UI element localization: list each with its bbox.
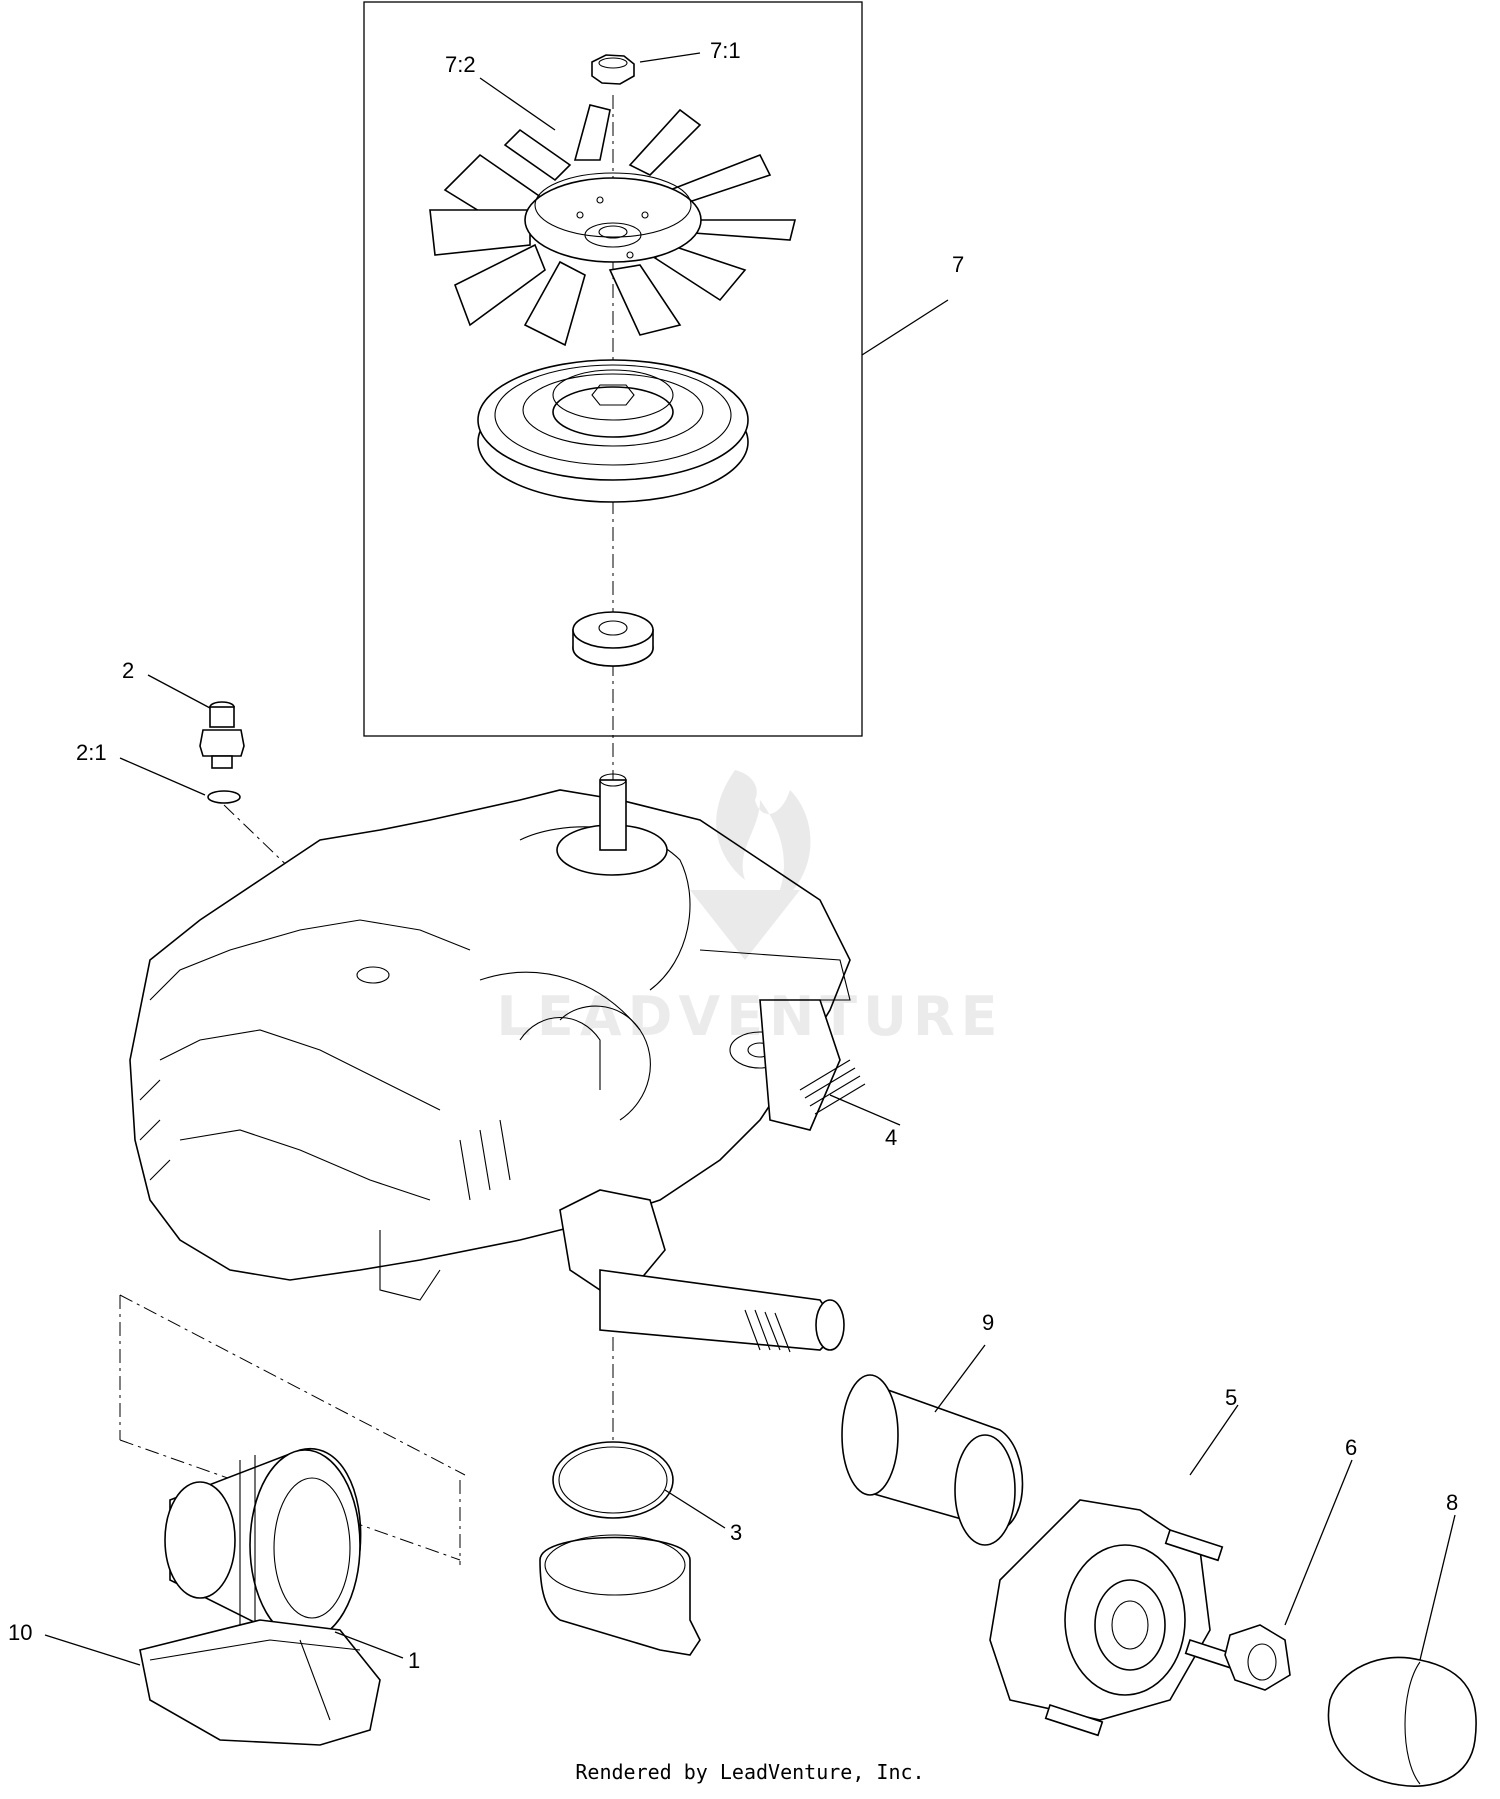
leader-2 bbox=[147, 674, 211, 709]
nut-7-1 bbox=[591, 54, 635, 85]
callout-9: 9 bbox=[982, 1310, 994, 1335]
callout-3: 3 bbox=[730, 1520, 742, 1545]
watermark-text: LEADVENTURE bbox=[496, 985, 1004, 1048]
leader-9 bbox=[934, 1344, 986, 1413]
bracket-10 bbox=[139, 1619, 381, 1746]
callout-2-1: 2:1 bbox=[76, 740, 107, 765]
o-ring-2-1 bbox=[207, 790, 241, 804]
o-ring-3 bbox=[552, 1441, 674, 1519]
leader-10 bbox=[44, 1634, 141, 1666]
pulley bbox=[477, 359, 749, 503]
leader-7 bbox=[861, 299, 949, 356]
filter-base-cover bbox=[539, 1534, 701, 1656]
leader-8 bbox=[1419, 1514, 1456, 1661]
callout-7: 7 bbox=[952, 252, 964, 277]
oil-filter-1 bbox=[164, 1447, 362, 1645]
callout-5: 5 bbox=[1225, 1385, 1237, 1410]
callout-6: 6 bbox=[1345, 1435, 1357, 1460]
wheel-hub-5 bbox=[989, 1499, 1244, 1737]
axle-shaft bbox=[559, 1189, 845, 1353]
leader-7-1 bbox=[639, 52, 701, 63]
callout-1: 1 bbox=[408, 1648, 420, 1673]
callout-2: 2 bbox=[122, 658, 134, 683]
splined-hub bbox=[572, 611, 654, 667]
hub-nut-6 bbox=[1224, 1624, 1291, 1691]
leader-4 bbox=[829, 1094, 901, 1126]
leader-1 bbox=[334, 1631, 404, 1659]
spring-bracket-4 bbox=[759, 999, 866, 1131]
callout-8: 8 bbox=[1446, 1490, 1458, 1515]
callout-7-2: 7:2 bbox=[445, 52, 476, 77]
flame-logo-icon bbox=[690, 770, 811, 960]
dust-cap-8 bbox=[1327, 1656, 1477, 1787]
leader-5 bbox=[1189, 1404, 1239, 1476]
leader-6 bbox=[1284, 1459, 1353, 1626]
leader-2-1 bbox=[119, 757, 206, 796]
callout-7-1: 7:1 bbox=[710, 38, 741, 63]
callout-4: 4 bbox=[885, 1125, 897, 1150]
leader-3 bbox=[664, 1489, 726, 1529]
spacer-9 bbox=[841, 1374, 1024, 1546]
footer-credit: Rendered by LeadVenture, Inc. bbox=[575, 1760, 925, 1784]
fan-7-2 bbox=[429, 104, 797, 347]
leader-7-2 bbox=[479, 77, 556, 131]
filter-mount-lines bbox=[119, 1294, 466, 1565]
fitting-2 bbox=[199, 701, 245, 769]
callout-10: 10 bbox=[8, 1620, 32, 1645]
